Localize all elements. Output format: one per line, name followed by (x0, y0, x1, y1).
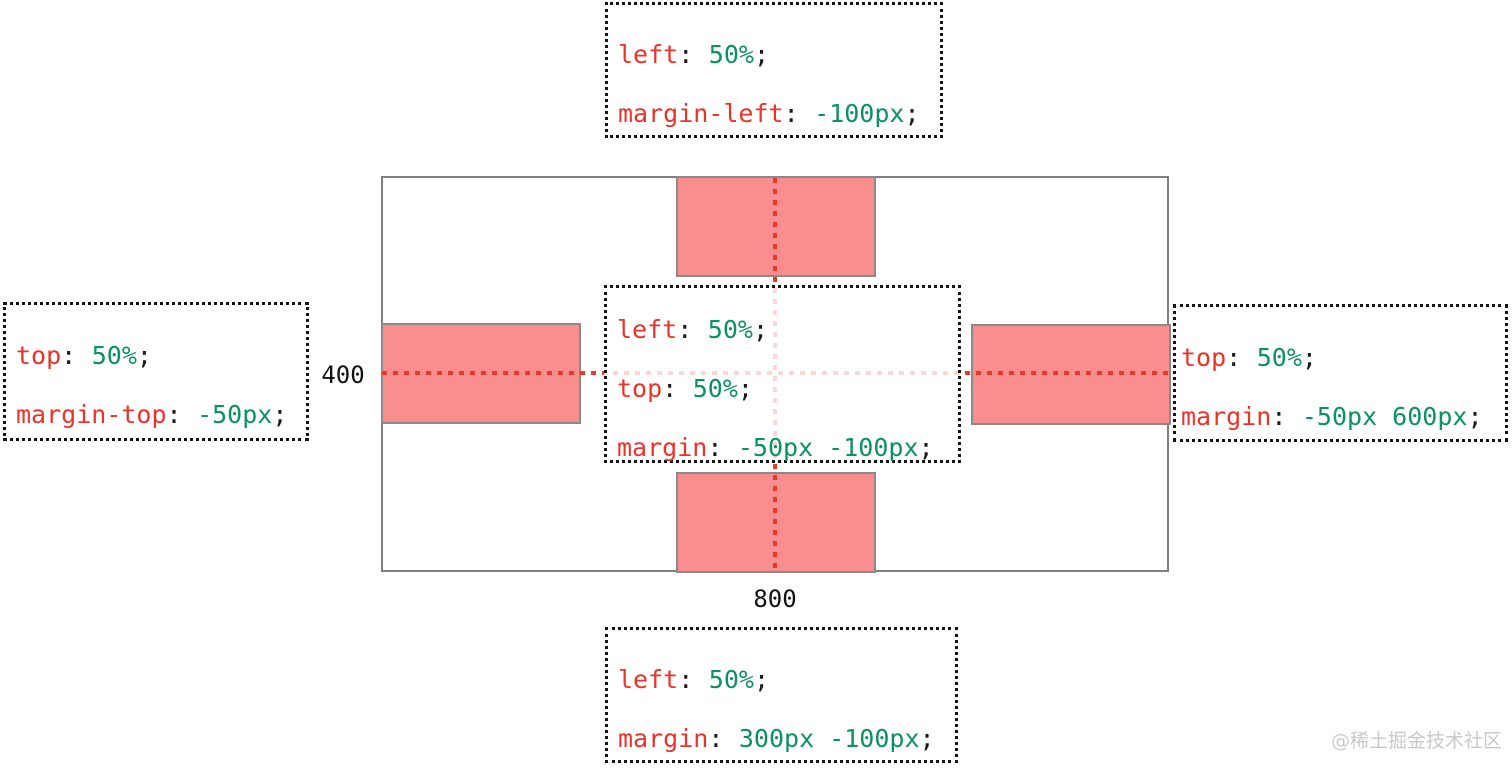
semicolon: ; (919, 723, 935, 753)
css-property: left (618, 664, 679, 694)
css-value: -50px -100px (737, 433, 919, 462)
semicolon: ; (136, 341, 152, 370)
semicolon: ; (752, 315, 768, 344)
css-declaration: top:50%; (1181, 342, 1505, 374)
code-annotation-bottom: left:50%; margin:300px -100px; (605, 627, 958, 763)
css-declaration: margin:300px -100px; (618, 723, 955, 755)
css-value: 50% (1256, 342, 1302, 372)
semicolon: ; (918, 433, 934, 462)
css-property: top (617, 374, 663, 403)
colon: : (166, 400, 182, 429)
semicolon: ; (1301, 342, 1317, 372)
css-value: -100px (814, 98, 905, 128)
colon: : (662, 374, 678, 403)
code-annotation-top: left:50%; margin-left: -100px; (605, 2, 943, 138)
css-declaration: left:50%; (618, 39, 940, 71)
colon: : (677, 315, 693, 344)
css-declaration: top:50%; (617, 373, 958, 405)
css-property: margin (1181, 401, 1272, 431)
css-value: -50px 600px (1301, 401, 1468, 431)
css-property: top (1181, 342, 1227, 372)
colon: : (678, 664, 694, 694)
css-value: 300px -100px (738, 723, 920, 753)
semicolon: ; (753, 39, 769, 69)
css-declaration: left:50%; (618, 664, 955, 696)
semicolon: ; (904, 98, 920, 128)
css-property: margin-top (16, 400, 167, 429)
semicolon: ; (1467, 401, 1483, 431)
container-width-label: 800 (753, 585, 797, 613)
css-declaration: margin: -50px -100px; (617, 432, 958, 464)
css-declaration: margin-left: -100px; (618, 98, 940, 130)
semicolon: ; (753, 664, 769, 694)
css-property: margin (618, 723, 709, 753)
css-value: -50px (197, 400, 273, 429)
colon: : (707, 433, 723, 462)
css-property: left (617, 315, 678, 344)
colon: : (708, 723, 724, 753)
semicolon: ; (737, 374, 753, 403)
juejin-watermark: @稀土掘金技术社区 (1330, 730, 1502, 752)
css-property: margin (617, 433, 708, 462)
code-annotation-right: top:50%; margin:-50px 600px; (1173, 304, 1508, 442)
css-property: left (618, 39, 679, 69)
css-value: 50% (707, 315, 753, 344)
css-declaration: margin-top: -50px; (16, 399, 306, 431)
container-height-label: 400 (321, 361, 365, 389)
css-value: 50% (708, 664, 754, 694)
colon: : (1271, 401, 1287, 431)
css-property: top (16, 341, 62, 370)
css-declaration: margin: -50px 600px; (1181, 401, 1505, 433)
semicolon: ; (272, 400, 288, 429)
code-annotation-left: top:50%; margin-top:-50px; (3, 302, 309, 441)
css-value: 50% (91, 341, 137, 370)
css-value: 50% (708, 39, 754, 69)
colon: : (61, 341, 77, 370)
colon: : (783, 98, 799, 128)
css-declaration: left:50%; (617, 314, 958, 346)
css-declaration: top:50%; (16, 340, 306, 372)
css-value: 50% (692, 374, 738, 403)
code-annotation-center: left:50%; top:50%; margin:-50px -100px; (604, 285, 961, 463)
colon: : (1226, 342, 1242, 372)
colon: : (678, 39, 694, 69)
css-property: margin-left (618, 98, 784, 128)
